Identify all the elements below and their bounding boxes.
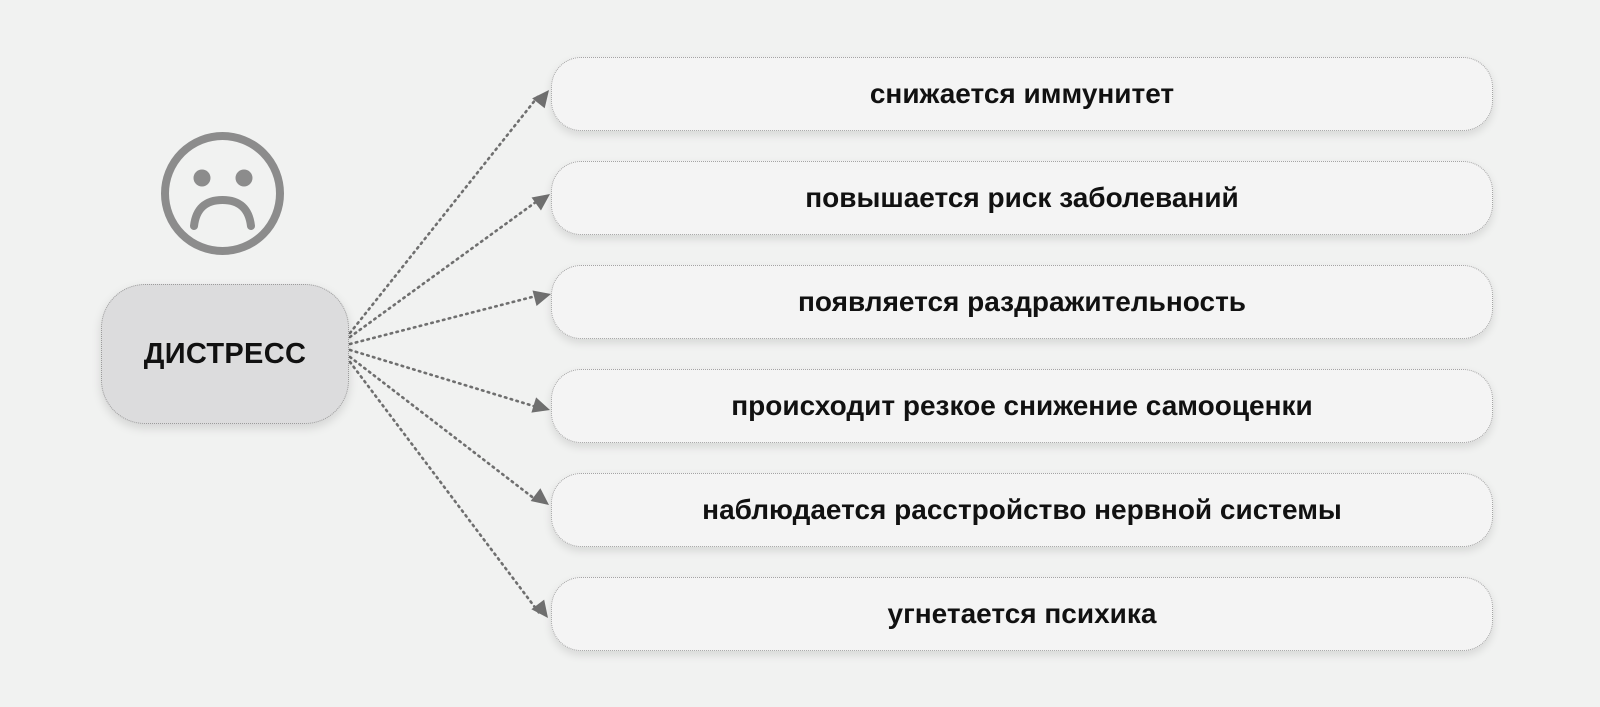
distress-node: ДИСТРЕСС xyxy=(101,284,349,424)
effect-label: наблюдается расстройство нервной системы xyxy=(702,494,1342,525)
sad-face-icon xyxy=(161,132,284,255)
effect-label: снижается иммунитет xyxy=(869,78,1175,109)
distress-label: ДИСТРЕСС xyxy=(143,337,307,370)
effect-item-psyche: угнетается психика xyxy=(551,577,1493,651)
connector-arrow-2 xyxy=(348,197,542,339)
arrowhead-5 xyxy=(530,488,549,505)
effect-label: повышается риск заболеваний xyxy=(805,182,1239,213)
effect-item-disease-risk: повышается риск заболеваний xyxy=(551,161,1493,235)
connector-arrow-1 xyxy=(348,92,542,335)
arrowhead-1 xyxy=(532,90,549,109)
effect-item-self-esteem: происходит резкое снижение самооценки xyxy=(551,369,1493,443)
connector-arrow-6 xyxy=(348,360,542,616)
arrowhead-3 xyxy=(532,290,551,307)
effect-label: происходит резкое снижение самооценки xyxy=(731,390,1313,421)
connector-arrow-3 xyxy=(348,293,542,346)
arrowhead-6 xyxy=(531,599,548,618)
arrowhead-4 xyxy=(531,397,550,413)
effect-label: угнетается психика xyxy=(887,598,1157,629)
effect-label: появляется раздражительность xyxy=(797,286,1247,317)
arrowhead-2 xyxy=(531,194,550,211)
effect-item-immunity: снижается иммунитет xyxy=(551,57,1493,131)
connector-arrow-5 xyxy=(348,355,542,505)
effect-item-irritability: появляется раздражительность xyxy=(551,265,1493,339)
effect-item-nervous-system: наблюдается расстройство нервной системы xyxy=(551,473,1493,547)
